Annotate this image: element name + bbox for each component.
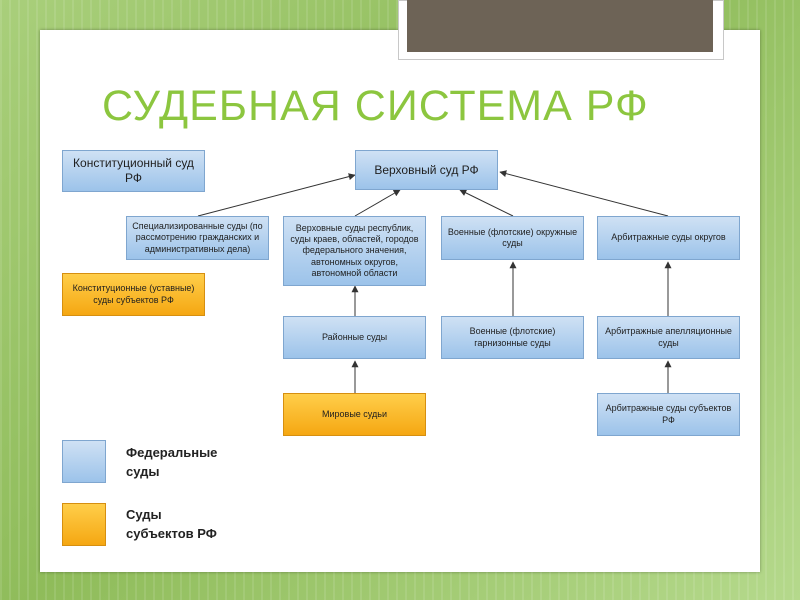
node-magistrates: Мировые судьи — [283, 393, 426, 436]
legend-federal-line2: суды — [126, 463, 160, 479]
node-supreme-court: Верховный суд РФ — [355, 150, 498, 190]
node-specialized-courts: Специализированные суды (по рассмотрению… — [126, 216, 269, 260]
node-arbitration-subject-courts: Арбитражные суды субъектов РФ — [597, 393, 740, 436]
node-arbitration-appeal-courts: Арбитражные апелляционные суды — [597, 316, 740, 359]
arrow-arbitration-to-supreme — [499, 170, 669, 217]
legend-subject-label: Суды субъектов РФ — [126, 506, 256, 544]
legend-federal-swatch — [62, 440, 106, 483]
top-decor-panel — [407, 0, 713, 52]
node-military-district-courts: Военные (флотские) окружные суды — [441, 216, 584, 260]
legend-federal-label: Федеральные суды — [126, 444, 256, 482]
arrow-specialized-to-supreme — [197, 173, 356, 217]
node-constitutional-court: Конституционный суд РФ — [62, 150, 205, 192]
node-district-courts: Районные суды — [283, 316, 426, 359]
legend-subject-line1: Суды — [126, 507, 162, 522]
slide-title: СУДЕБНАЯ СИСТЕМА РФ — [102, 82, 649, 130]
arrow-republic-to-supreme — [354, 189, 401, 217]
node-regional-constitutional-courts: Конституционные (уставные) суды субъекто… — [62, 273, 205, 316]
arrow-military-to-supreme — [459, 189, 514, 217]
legend-federal-line1: Федеральные — [126, 445, 218, 460]
legend-subject-line2: субъектов РФ — [126, 525, 217, 541]
node-arbitration-district-courts: Арбитражные суды округов — [597, 216, 740, 260]
legend-subject-swatch — [62, 503, 106, 546]
node-republic-supreme-courts: Верховные суды республик, суды краев, об… — [283, 216, 426, 286]
node-garrison-courts: Военные (флотские) гарнизонные суды — [441, 316, 584, 359]
